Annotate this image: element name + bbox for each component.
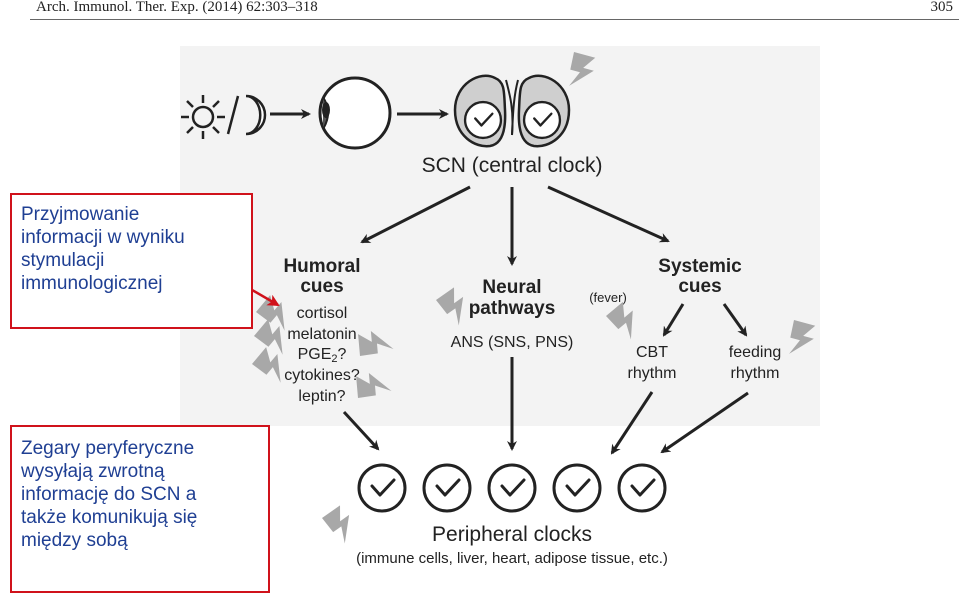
callout-line: Przyjmowanie <box>21 204 140 225</box>
callout-line: także komunikują się <box>21 507 198 528</box>
arrow-cbt-to-peripheral <box>610 391 654 455</box>
humoral-item-melatonin: melatonin <box>287 326 356 343</box>
systemic-title-1: Systemic <box>658 256 742 277</box>
arrow-systemic-to-feeding <box>722 303 748 337</box>
eye-icon <box>318 76 392 150</box>
page-header: Arch. Immunol. Ther. Exp. (2014) 62:303–… <box>0 0 959 20</box>
neural-title-2: pathways <box>469 298 556 319</box>
arrow-feeding-to-peripheral <box>660 391 749 454</box>
lightning-bolt-icon <box>565 52 598 92</box>
callout-line: immunologicznej <box>21 273 163 294</box>
sun-icon <box>181 95 225 139</box>
header-rule <box>30 19 959 20</box>
arrow-scn-to-systemic <box>547 185 670 243</box>
neural-title-1: Neural <box>482 277 541 298</box>
cbt-label-2: rhythm <box>628 365 677 382</box>
lightning-bolt-icon <box>355 371 392 398</box>
peripheral-label: Peripheral clocks <box>432 523 592 546</box>
arrow-humoral-to-peripheral <box>342 410 380 451</box>
moon-icon <box>245 94 267 136</box>
lightning-bolt-icon <box>785 320 818 360</box>
sun-moon-divider <box>226 95 240 135</box>
lightning-bolt-icon <box>357 329 394 356</box>
journal-citation: Arch. Immunol. Ther. Exp. (2014) 62:303–… <box>36 0 318 15</box>
peripheral-examples: (immune cells, liver, heart, adipose tis… <box>356 550 668 567</box>
clock-icon <box>522 100 562 140</box>
humoral-item-cortisol: cortisol <box>297 305 348 322</box>
fever-label: (fever) <box>589 290 627 305</box>
clock-icon <box>487 463 537 513</box>
arrow-systemic-to-cbt <box>662 303 685 337</box>
clock-icon <box>357 463 407 513</box>
humoral-title-2: cues <box>300 276 343 297</box>
scn-label: SCN (central clock) <box>422 154 603 177</box>
callout-line: wysyłają zwrotną <box>21 461 165 482</box>
callout-immune-input: Przyjmowanie informacji w wyniku stymula… <box>10 193 253 329</box>
cbt-label-1: CBT <box>636 344 668 361</box>
callout-line: stymulacji <box>21 250 105 271</box>
humoral-item-cytokines: cytokines? <box>284 367 360 384</box>
clock-icon <box>422 463 472 513</box>
callout-peripheral-feedback: Zegary peryferyczne wysyłają zwrotną inf… <box>10 425 270 593</box>
feeding-label-2: rhythm <box>731 365 780 382</box>
page-number: 305 <box>930 0 954 15</box>
clock-icon <box>552 463 602 513</box>
humoral-item-leptin: leptin? <box>298 388 345 405</box>
clock-icon <box>617 463 667 513</box>
callout-line: informacji w wyniku <box>21 227 185 248</box>
lightning-bolt-icon <box>322 504 362 546</box>
lightning-bolt-icon <box>606 300 647 343</box>
callout-line: między sobą <box>21 530 128 551</box>
scn-icon <box>453 74 571 148</box>
humoral-title-1: Humoral <box>283 256 360 277</box>
callout-line: informację do SCN a <box>21 484 197 505</box>
callout-line: Zegary peryferyczne <box>21 438 195 459</box>
systemic-title-2: cues <box>678 276 721 297</box>
arrow-scn-to-humoral <box>360 185 471 244</box>
clock-icon <box>463 100 503 140</box>
humoral-item-pge2: PGE2? <box>298 346 347 365</box>
neural-item: ANS (SNS, PNS) <box>451 334 574 351</box>
feeding-label-1: feeding <box>729 344 782 361</box>
